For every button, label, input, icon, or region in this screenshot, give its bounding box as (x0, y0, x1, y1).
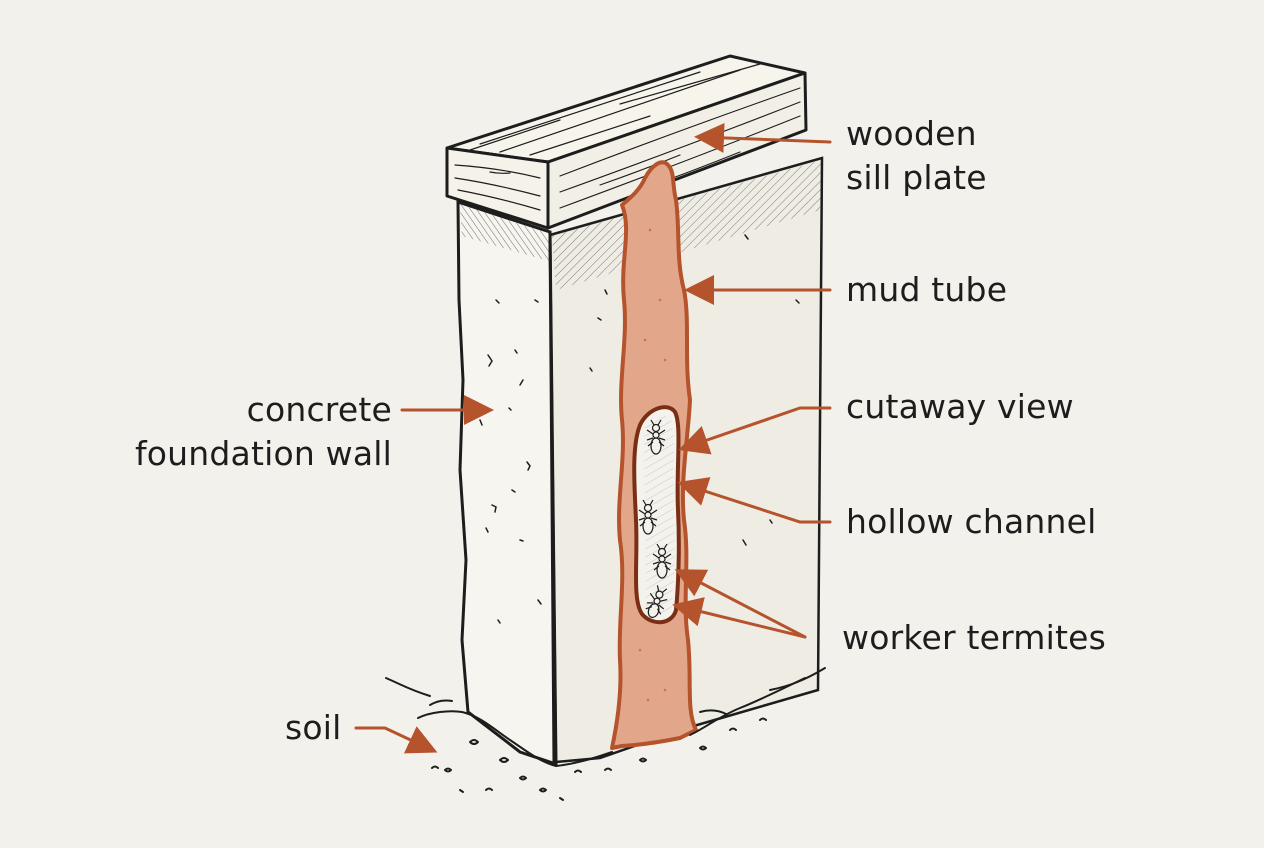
label-line: wooden (846, 114, 977, 153)
label-wooden-sill-plate: wooden sill plate (846, 112, 987, 200)
soil (385, 667, 826, 801)
label-line: concrete (246, 390, 392, 429)
label-text: mud tube (846, 270, 1008, 309)
label-line: sill plate (846, 158, 987, 197)
label-worker-termites: worker termites (842, 616, 1106, 660)
arrow-sill-plate (694, 122, 832, 153)
arrow-worker-termites-1 (674, 569, 807, 639)
label-mud-tube: mud tube (846, 268, 1007, 312)
label-hollow-channel: hollow channel (846, 500, 1097, 544)
arrow-hollow-channel (677, 477, 832, 524)
arrow-worker-termites-2 (672, 597, 807, 639)
label-text: hollow channel (846, 502, 1097, 541)
arrow-cutaway-view (678, 406, 832, 455)
label-text: cutaway view (846, 387, 1074, 426)
wooden-sill-plate (445, 54, 808, 230)
arrow-soil (354, 726, 438, 754)
label-text: soil (285, 708, 342, 747)
leader-arrows (354, 122, 832, 754)
label-text: worker termites (842, 618, 1107, 657)
label-concrete-foundation-wall: concrete foundation wall (120, 388, 392, 476)
label-cutaway-view: cutaway view (846, 385, 1074, 429)
label-line: foundation wall (134, 434, 392, 473)
label-soil: soil (285, 706, 342, 750)
termite-icon (638, 419, 672, 618)
